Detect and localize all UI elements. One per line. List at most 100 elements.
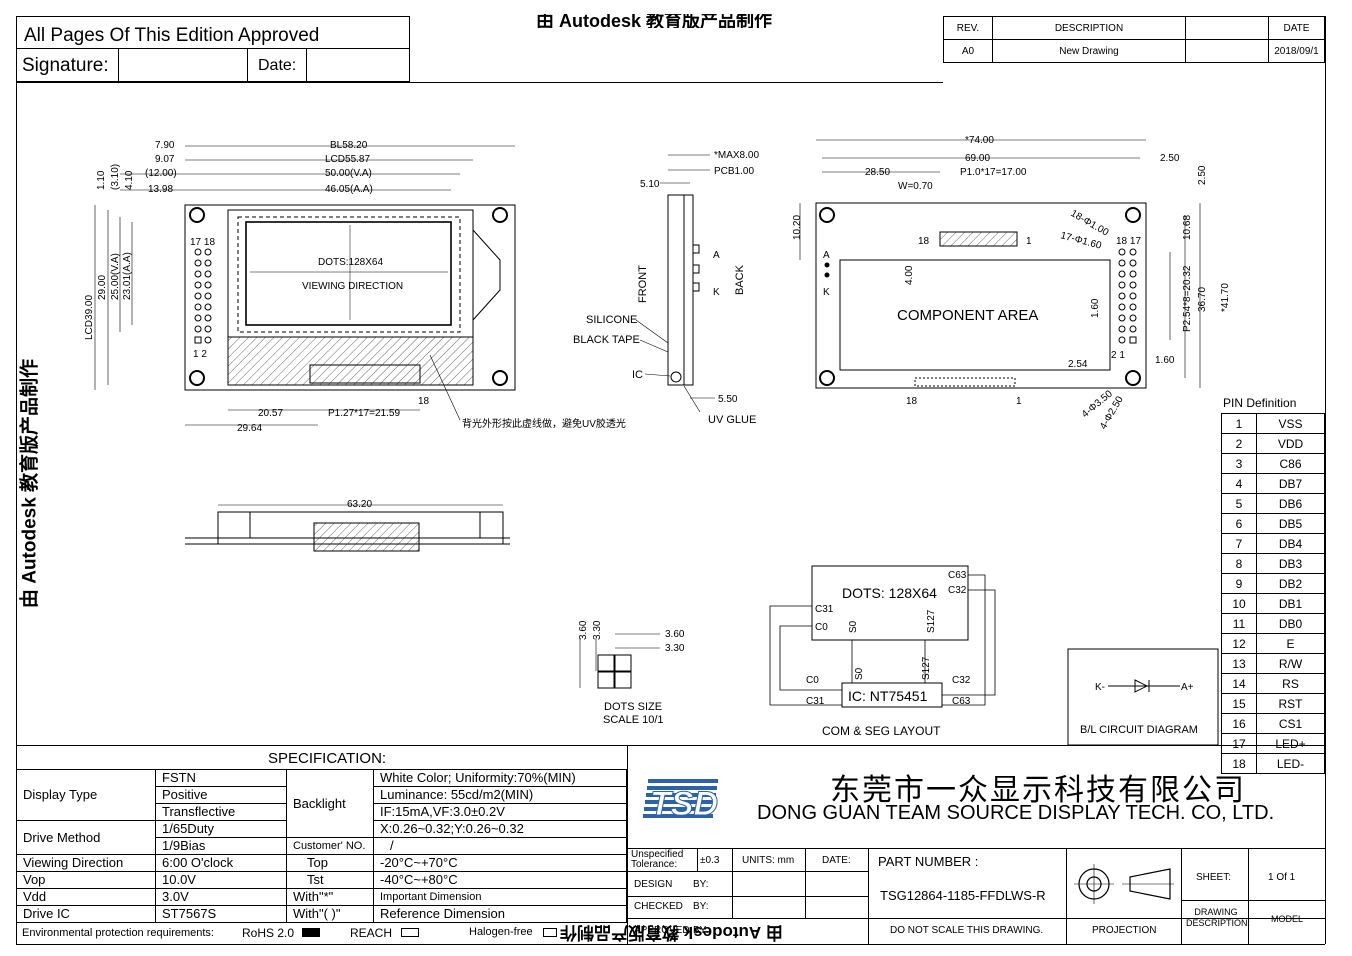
pin-signal: DB3 <box>1256 553 1325 574</box>
checked-by: BY: <box>693 901 709 912</box>
revision-table: REV. DESCRIPTION DATE A0 New Drawing 201… <box>943 16 1325 63</box>
rohs-label: RoHS 2.0 <box>242 926 295 940</box>
svg-text:SCALE 10/1: SCALE 10/1 <box>603 714 664 726</box>
svg-text:(12.00): (12.00) <box>145 168 177 179</box>
company-en: DONG GUAN TEAM SOURCE DISPLAY TECH. CO, … <box>757 802 1275 824</box>
svg-text:K: K <box>823 287 830 298</box>
svg-text:C32: C32 <box>952 675 971 686</box>
svg-text:BLACK TAPE: BLACK TAPE <box>573 334 640 346</box>
ic-label: IC: NT75451 <box>848 688 928 704</box>
pin-number: 16 <box>1221 713 1257 734</box>
svg-text:2.50: 2.50 <box>1160 153 1180 164</box>
svg-text:29.00: 29.00 <box>97 275 108 300</box>
com-seg-title: COM & SEG LAYOUT <box>822 724 941 738</box>
pin-signal: DB7 <box>1256 473 1325 494</box>
date-label: Date: <box>258 57 297 74</box>
bl-circuit-box <box>1067 648 1219 745</box>
side-view-body <box>667 194 694 386</box>
pin-number: 8 <box>1221 553 1257 574</box>
svg-text:S0: S0 <box>854 667 865 680</box>
back-pcb-outline <box>815 202 1147 389</box>
pin-number: 14 <box>1221 673 1257 694</box>
pin-signal: DB5 <box>1256 513 1325 534</box>
svg-text:C31: C31 <box>806 696 825 707</box>
svg-text:*MAX8.00: *MAX8.00 <box>714 150 759 161</box>
svg-text:W=0.70: W=0.70 <box>898 181 933 192</box>
svg-text:TSD: TSD <box>650 785 718 823</box>
svg-text:FRONT: FRONT <box>637 265 649 303</box>
units-label: UNITS: mm <box>742 855 795 866</box>
pin-number: 1 <box>1221 413 1257 434</box>
svg-text:3.30: 3.30 <box>665 643 685 654</box>
svg-text:A: A <box>823 250 830 261</box>
svg-text:36.70: 36.70 <box>1197 287 1208 312</box>
no-scale-note: DO NOT SCALE THIS DRAWING. <box>890 925 1044 936</box>
dots-size-grid <box>597 654 615 672</box>
svg-text:C31: C31 <box>815 604 834 615</box>
rohs-checkbox <box>302 928 320 937</box>
pin-signal: C86 <box>1256 453 1325 474</box>
back-fpc-contacts <box>939 231 1018 247</box>
svg-text:P2.54*8=20.32: P2.54*8=20.32 <box>1182 265 1193 332</box>
svg-text:2.54: 2.54 <box>1068 359 1088 370</box>
svg-text:S0: S0 <box>848 620 859 633</box>
projection-symbol <box>1074 864 1174 904</box>
pin-number: 7 <box>1221 533 1257 554</box>
svg-text:A+: A+ <box>1181 682 1194 693</box>
svg-text:LCD39.00: LCD39.00 <box>84 295 95 340</box>
svg-text:10.68: 10.68 <box>1182 215 1193 240</box>
svg-text:C63: C63 <box>952 696 971 707</box>
pin-number: 2 <box>1221 433 1257 454</box>
svg-text:17 18: 17 18 <box>190 237 215 248</box>
approved-text: All Pages Of This Edition Approved <box>24 25 320 46</box>
checked-label: CHECKED <box>634 901 683 912</box>
technical-drawing: 7.90 BL58.20 9.07 LCD55.87 (12.00) 50.00… <box>84 135 1231 745</box>
tolerance-value: ±0.3 <box>700 855 720 866</box>
pin-signal: VDD <box>1256 433 1325 454</box>
svg-text:C63: C63 <box>948 570 967 581</box>
pin-signal: DB0 <box>1256 613 1325 634</box>
svg-text:IC: IC <box>632 369 643 381</box>
pin-signal: RS <box>1256 673 1325 694</box>
pin-number: 4 <box>1221 473 1257 494</box>
svg-text:20.57: 20.57 <box>258 408 283 419</box>
svg-text:LCD55.87: LCD55.87 <box>325 154 370 165</box>
svg-text:3.60: 3.60 <box>578 620 589 640</box>
spec-title: SPECIFICATION: <box>268 750 387 767</box>
part-number-label: PART NUMBER : <box>878 854 979 869</box>
svg-text:5.10: 5.10 <box>640 179 660 190</box>
approved-by: BY: <box>693 925 709 936</box>
pin-signal: E <box>1256 633 1325 654</box>
svg-text:S127: S127 <box>921 656 932 680</box>
company-cn: 东莞市一众显示科技有限公司 <box>830 773 1246 808</box>
pin-number: 9 <box>1221 573 1257 594</box>
pin-number: 18 <box>1221 753 1257 774</box>
dim-7-90: 7.90 <box>155 140 175 151</box>
design-by: BY: <box>693 879 709 890</box>
svg-text:2 1: 2 1 <box>1111 350 1125 361</box>
pin-number: 6 <box>1221 513 1257 534</box>
pin-signal: LED- <box>1256 753 1325 774</box>
backlight-note: 背光外形按此虚线做，避免UV胶透光 <box>462 417 626 430</box>
pin-number: 12 <box>1221 633 1257 654</box>
pin-definition-title: PIN Definition <box>1223 396 1297 410</box>
svg-text:S127: S127 <box>926 609 937 633</box>
svg-text:*41.70: *41.70 <box>1220 283 1231 312</box>
com-seg-dots: DOTS: 128X64 <box>842 585 937 601</box>
sheet-label: SHEET: <box>1196 872 1232 883</box>
svg-text:BACK: BACK <box>734 264 746 295</box>
part-number: TSG12864-1185-FFDLWS-R <box>880 888 1046 903</box>
svg-text:23.01(A.A): 23.01(A.A) <box>122 252 133 300</box>
svg-text:5.50: 5.50 <box>718 394 738 405</box>
